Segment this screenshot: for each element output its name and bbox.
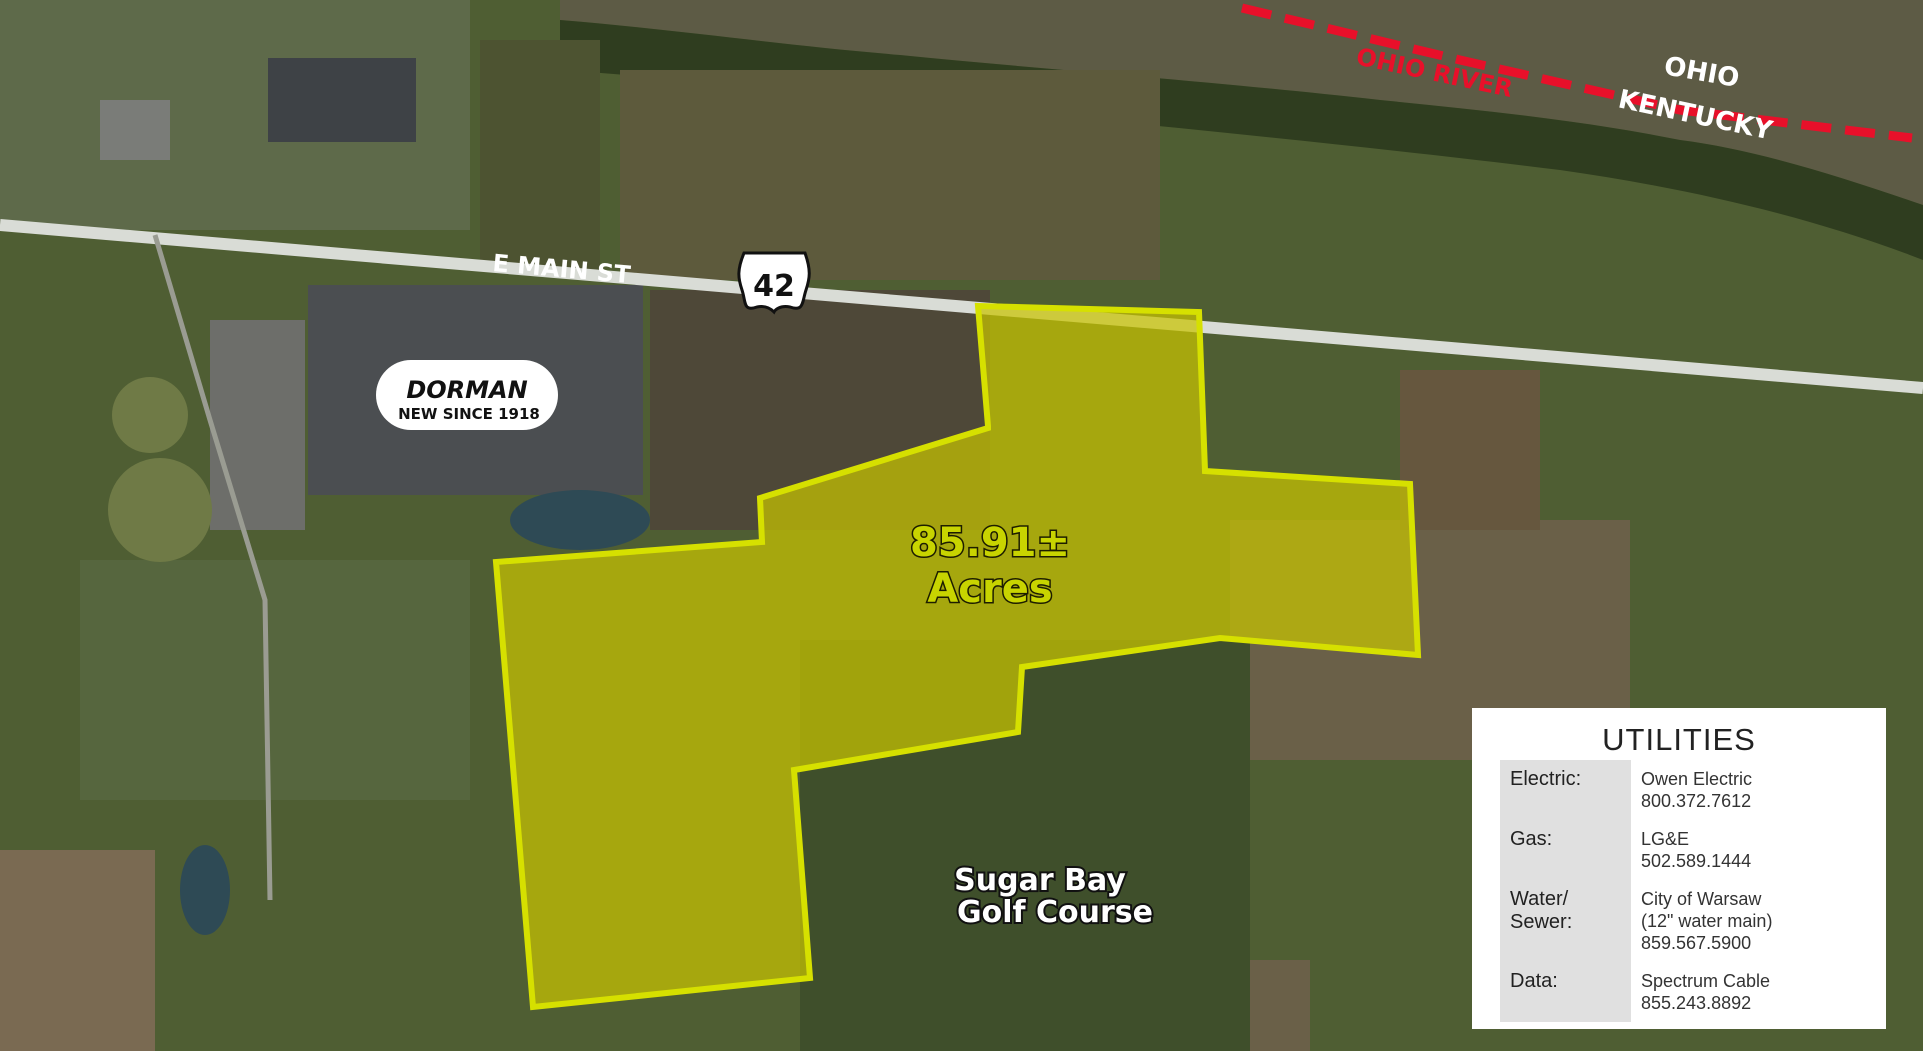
utility-value: Spectrum Cable 855.243.8892	[1631, 962, 1870, 1022]
dorman-logo-badge	[376, 360, 558, 430]
utility-value: LG&E 502.589.1444	[1631, 820, 1870, 880]
utility-note: (12" water main)	[1641, 911, 1773, 931]
utility-phone: 855.243.8892	[1641, 993, 1752, 1013]
utility-label: Data:	[1500, 962, 1631, 1022]
utility-label: Water/ Sewer:	[1500, 880, 1631, 962]
utility-value: City of Warsaw (12" water main) 859.567.…	[1631, 880, 1870, 962]
field-north	[620, 70, 1160, 280]
utility-label-line: Sewer:	[1510, 911, 1573, 933]
utility-label: Gas:	[1500, 820, 1631, 880]
utility-row: Gas: LG&E 502.589.1444	[1500, 820, 1870, 880]
e-main-st-road	[0, 219, 1923, 394]
utility-phone: 859.567.5900	[1641, 933, 1752, 953]
dorman-logo-brand: DORMAN	[406, 376, 527, 404]
utility-label: Electric:	[1500, 760, 1631, 820]
utilities-panel: UTILITIES Electric: Owen Electric 800.37…	[1472, 708, 1886, 1029]
utility-row: Water/ Sewer: City of Warsaw (12" water …	[1500, 880, 1870, 962]
state-line	[1240, 3, 1913, 143]
parcel-outline	[492, 302, 1422, 1011]
dorman-logo: DORMAN NEW SINCE 1918	[376, 360, 558, 430]
utility-label-line: Water/	[1510, 888, 1569, 910]
utility-row: Electric: Owen Electric 800.372.7612	[1500, 760, 1870, 820]
side-road	[152, 234, 273, 901]
field-northwest	[480, 40, 600, 270]
route-shield-icon	[737, 251, 811, 315]
golf-course-label-1: Sugar Bay	[954, 863, 1126, 898]
utility-provider: Owen Electric	[1641, 769, 1753, 789]
dorman-parking	[210, 320, 305, 530]
route-number: 42	[753, 269, 795, 304]
pond	[510, 490, 650, 550]
utility-phone: 502.589.1444	[1641, 851, 1752, 871]
utility-row: Data: Spectrum Cable 855.243.8892	[1500, 962, 1870, 1022]
utility-provider: LG&E	[1641, 829, 1690, 849]
pond-south	[180, 845, 230, 935]
mobile-home-park	[80, 560, 470, 800]
golf-course-label-2: Golf Course	[957, 895, 1153, 930]
parcel-size-unit: Acres	[927, 566, 1052, 612]
utility-value: Owen Electric 800.372.7612	[1631, 760, 1870, 820]
utility-phone: 800.372.7612	[1641, 791, 1752, 811]
utilities-title: UTILITIES	[1602, 722, 1756, 757]
utility-provider: Spectrum Cable	[1641, 971, 1771, 991]
ohio-river	[560, 0, 1923, 205]
field-east-small	[1400, 370, 1540, 530]
route-shield: 42	[737, 251, 811, 315]
parking-lot	[100, 100, 170, 160]
ballfield-2	[108, 458, 212, 562]
warehouse-north	[268, 58, 416, 142]
ballfield-1	[112, 377, 188, 453]
parcel-size-value: 85.91±	[910, 520, 1070, 566]
utility-provider: City of Warsaw	[1641, 889, 1762, 909]
field-southwest	[0, 850, 155, 1051]
utilities-table: Electric: Owen Electric 800.372.7612 Gas…	[1500, 760, 1870, 1022]
dorman-logo-tagline: NEW SINCE 1918	[398, 405, 540, 423]
